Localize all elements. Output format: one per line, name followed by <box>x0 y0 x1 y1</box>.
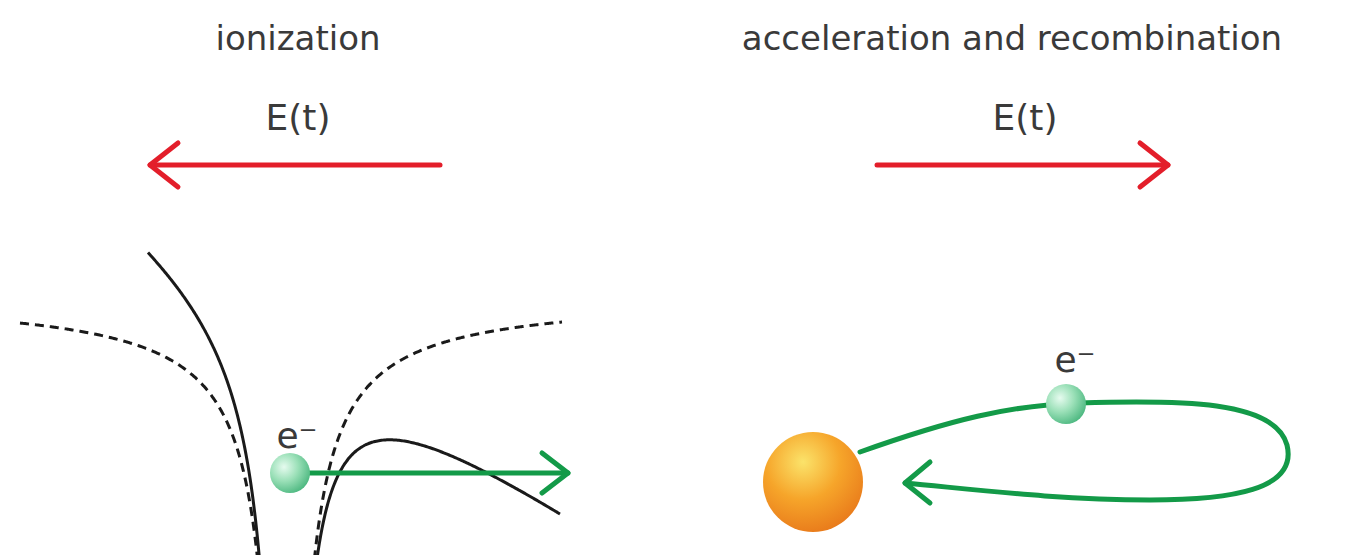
electron-arrow <box>300 453 568 493</box>
field-free-potential <box>291 322 562 555</box>
electron-label: e⁻ <box>276 414 317 457</box>
field-arrow <box>150 143 440 187</box>
field-label: E(t) <box>266 96 331 139</box>
panel-heading: ionization <box>215 18 380 59</box>
potential-curves <box>20 253 562 555</box>
field-label: E(t) <box>993 96 1058 139</box>
electron-label: e⁻ <box>1054 338 1095 381</box>
electron <box>1046 384 1086 424</box>
dressed-potential <box>290 440 561 555</box>
dressed-potential <box>148 253 283 555</box>
field-arrow <box>877 143 1168 187</box>
panel-heading: acceleration and recombination <box>742 18 1282 59</box>
electron <box>270 453 310 493</box>
ion-core <box>763 432 863 532</box>
trajectory-arrowhead <box>905 462 930 503</box>
